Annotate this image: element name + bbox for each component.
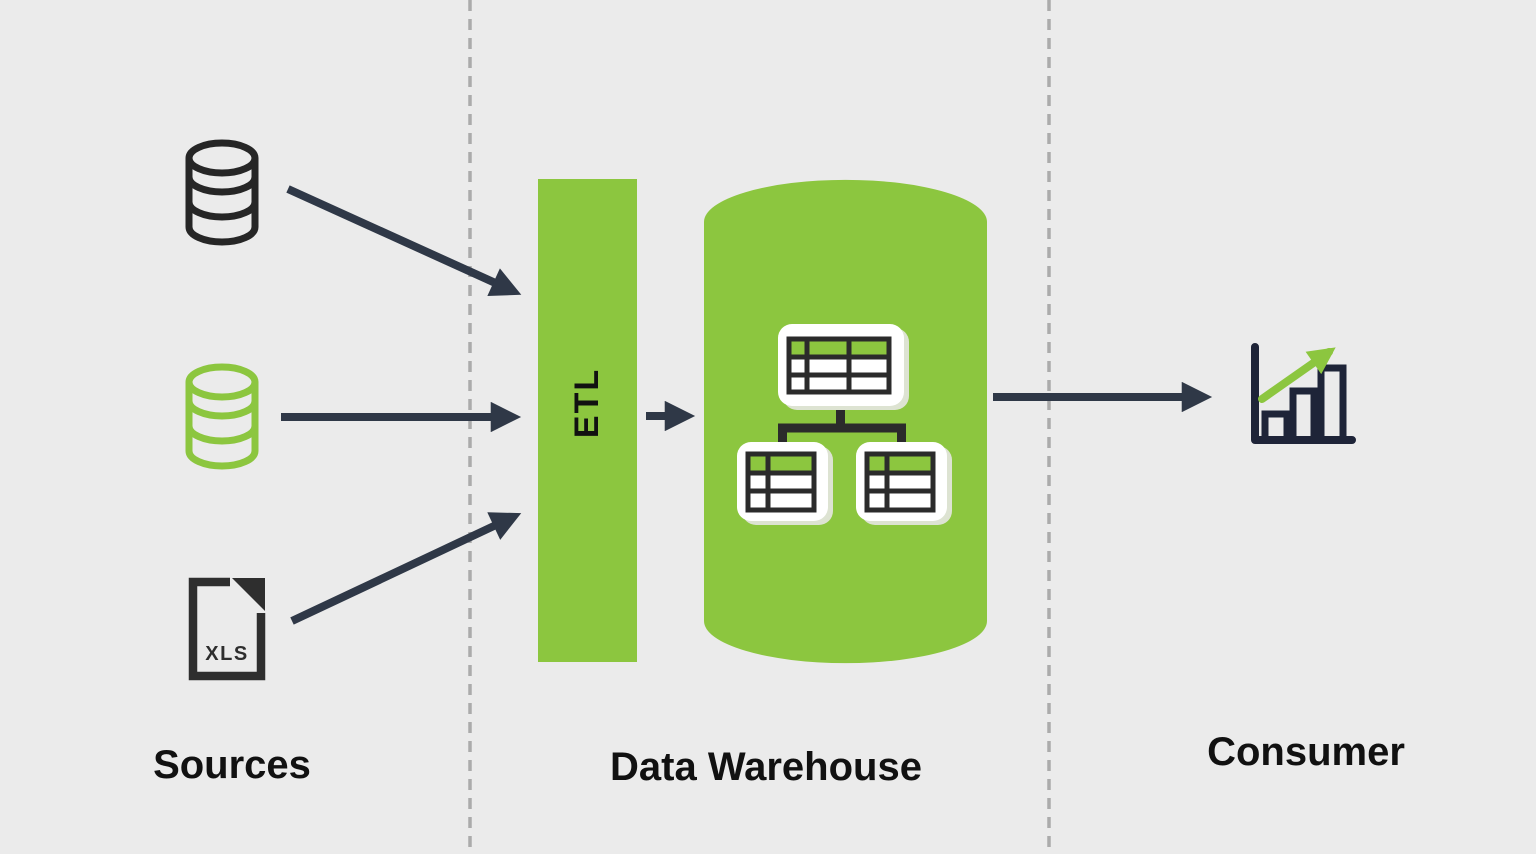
etl-block: ETL	[538, 179, 637, 662]
fact-table-header-row	[789, 339, 889, 357]
arrow-database-dark-to-etl	[286, 185, 522, 297]
dimension-table-left-icon	[737, 442, 833, 525]
database-green-icon	[185, 363, 259, 470]
bar-chart-growth-icon	[1251, 343, 1356, 444]
consumer-section-label: Consumer	[1207, 730, 1405, 774]
dimension-table-left-header-row	[748, 454, 814, 473]
chart-bar-small	[1261, 410, 1291, 444]
fact-table-icon	[778, 324, 909, 410]
dimension-table-right-header-row	[867, 454, 933, 473]
arrow-xls-to-etl	[290, 512, 522, 625]
warehouse-cylinder-icon	[704, 179, 987, 664]
sources-section-label: Sources	[153, 743, 311, 787]
xls-folded-corner	[232, 578, 265, 611]
dimension-table-right-icon	[856, 442, 952, 525]
warehouse-section-label: Data Warehouse	[610, 745, 922, 789]
etl-label: ETL	[568, 368, 606, 438]
database-dark-icon	[185, 139, 259, 246]
chart-bar-medium	[1289, 387, 1318, 444]
etl-bar	[538, 179, 637, 662]
chart-growth-arrow	[1258, 347, 1336, 403]
xls-file-icon: XLS	[188, 577, 266, 681]
xls-file-type-label: XLS	[205, 643, 248, 665]
